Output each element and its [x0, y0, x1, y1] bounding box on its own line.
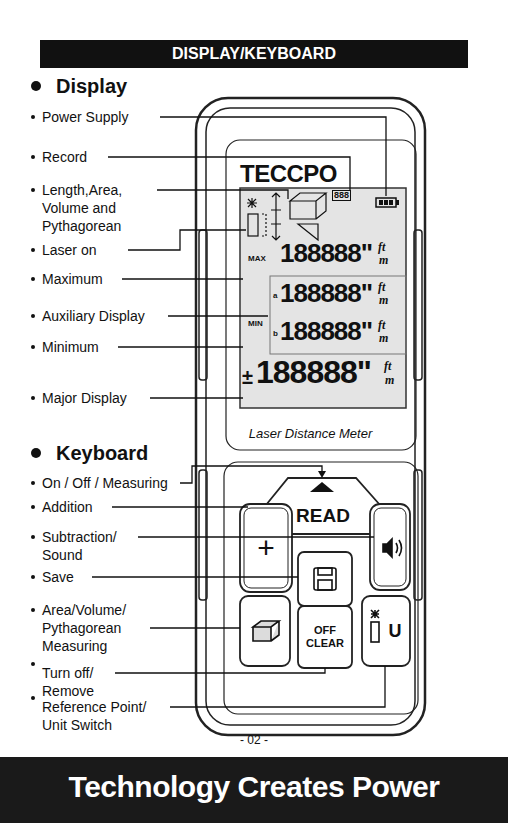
callout-label: Laser on	[42, 241, 96, 259]
addition-button: +	[240, 504, 292, 592]
row-marker: b	[273, 330, 278, 338]
lcd-display: 888MAX188888"ftma188888"ftmMINb188888"ft…	[240, 188, 406, 408]
footer-slogan: Technology Creates Power	[0, 770, 508, 804]
button-label: U	[389, 621, 402, 641]
callout-label: Display	[56, 74, 127, 98]
callout-label: Area/Volume/ Pythagorean Measuring	[42, 601, 142, 655]
callout-label: Maximum	[42, 270, 103, 288]
unit: ft	[378, 241, 385, 253]
callout-label: Reference Point/ Unit Switch	[42, 698, 160, 734]
title-band	[40, 40, 468, 68]
unit: m	[379, 332, 388, 344]
keypad	[240, 478, 410, 668]
digit-readout: 188888"	[280, 240, 372, 266]
leader-lines	[92, 117, 386, 707]
unit: ft	[378, 281, 385, 293]
callout-label: Save	[42, 568, 74, 586]
min-indicator: MIN	[248, 320, 263, 328]
digit-readout: 188888"	[280, 280, 372, 306]
callout-label: Minimum	[42, 338, 99, 356]
callout-label: Length,Area, Volume and Pythagorean	[42, 181, 142, 235]
button-label: +	[257, 533, 275, 563]
callout-label: On / Off / Measuring	[42, 474, 168, 492]
bullets	[31, 81, 41, 700]
off-clear-button: OFF CLEAR	[298, 606, 352, 668]
sign: ±	[242, 367, 253, 387]
digit-readout: 188888"	[280, 318, 372, 344]
button-label: READ	[296, 505, 350, 527]
row-marker: a	[273, 292, 277, 300]
unit: ft	[378, 319, 385, 331]
callout-label: Major Display	[42, 389, 127, 407]
model-caption: Laser Distance Meter	[196, 426, 425, 442]
read-button: READ	[266, 478, 380, 534]
callout-label: Subtraction/ Sound	[42, 528, 132, 564]
unit: m	[379, 254, 388, 266]
title-text: DISPLAY/KEYBOARD	[40, 40, 468, 68]
lcd-screen	[240, 188, 406, 408]
unit: m	[385, 374, 394, 386]
max-indicator: MAX	[248, 255, 266, 263]
housing-outline	[196, 98, 425, 735]
footer-band	[0, 757, 508, 823]
unit: ft	[384, 360, 391, 372]
arrow-head	[318, 471, 326, 478]
button-label: OFF CLEAR	[305, 624, 345, 650]
unit-button: U	[362, 596, 410, 666]
callout-label: Keyboard	[56, 441, 148, 465]
brand-name: TECCPO	[240, 162, 337, 186]
callout-label: Turn off/ Remove	[42, 664, 112, 700]
page-number: - 02 -	[0, 731, 508, 749]
unit: m	[379, 294, 388, 306]
callout-label: Record	[42, 148, 87, 166]
digit-readout: 188888"	[256, 356, 371, 388]
callout-label: Auxiliary Display	[42, 307, 145, 325]
device-housing: TECCPO Laser Distance Meter 888MAX 188888" f…	[196, 98, 425, 735]
callout-label: Addition	[42, 498, 93, 516]
record-counter: 888	[332, 190, 351, 201]
callout-label: Power Supply	[42, 108, 128, 126]
